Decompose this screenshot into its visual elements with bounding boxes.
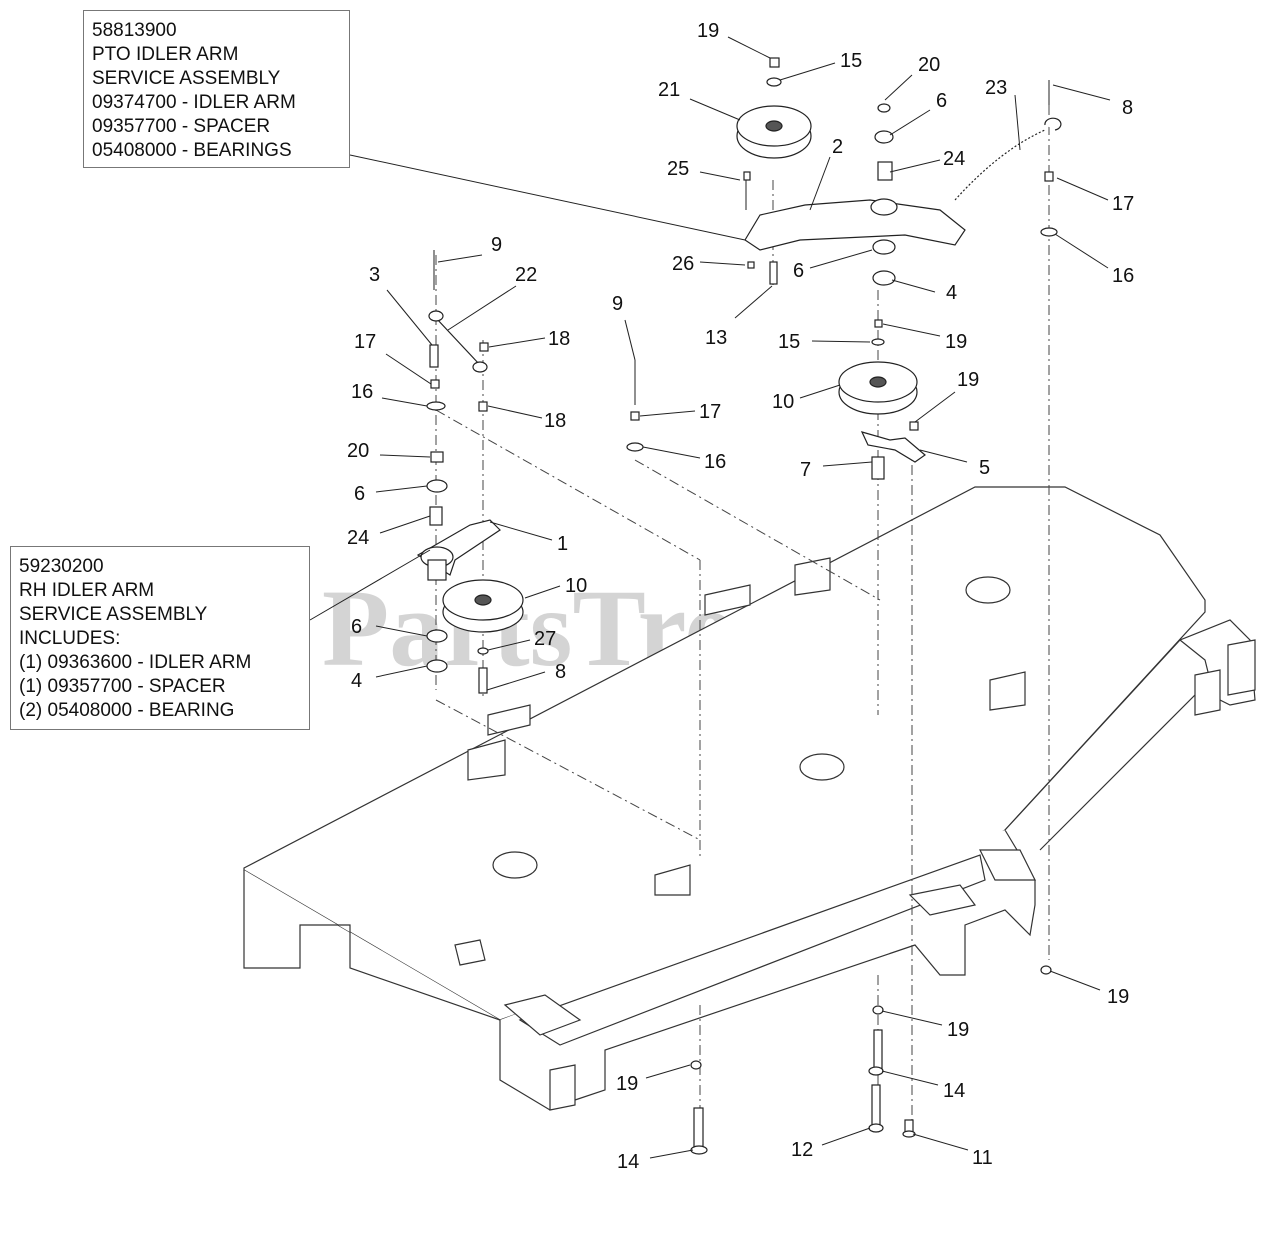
callout-line: 09357700 - SPACER bbox=[92, 116, 271, 137]
lower-hardware bbox=[690, 965, 1052, 1155]
part-number: 9 bbox=[612, 293, 623, 315]
callout-line: SERVICE ASSEMBLY bbox=[92, 68, 281, 89]
part-number: 8 bbox=[1122, 97, 1133, 119]
callout-line: (1) 09363600 - IDLER ARM bbox=[19, 652, 252, 673]
part-number: 17 bbox=[354, 331, 376, 353]
part-number: 26 bbox=[672, 253, 694, 275]
part-number: 10 bbox=[565, 575, 587, 597]
part-number: 25 bbox=[667, 158, 689, 180]
callout-line: SERVICE ASSEMBLY bbox=[19, 604, 208, 625]
callout-line: (1) 09357700 - SPACER bbox=[19, 676, 226, 697]
callout-line: INCLUDES: bbox=[19, 628, 121, 649]
part-number-labels: 19 15 21 20 6 23 8 2 24 25 17 16 26 6 4 … bbox=[347, 20, 1134, 1173]
part-number: 11 bbox=[972, 1147, 993, 1169]
callout-line: 59230200 bbox=[19, 556, 104, 577]
rh-idler-arm-callout: 59230200 RH IDLER ARM SERVICE ASSEMBLY I… bbox=[10, 546, 310, 730]
part-number: 15 bbox=[778, 331, 800, 353]
part-number: 1 bbox=[557, 533, 568, 555]
callout-line: 58813900 bbox=[92, 20, 177, 41]
callout-line: 09374700 - IDLER ARM bbox=[92, 92, 296, 113]
rh-idler-arm-assembly bbox=[416, 250, 644, 694]
part-number: 18 bbox=[548, 328, 570, 350]
part-number: 22 bbox=[515, 264, 537, 286]
part-number: 15 bbox=[840, 50, 862, 72]
callout-line: PTO IDLER ARM bbox=[92, 44, 239, 65]
part-number: 7 bbox=[800, 459, 811, 481]
part-number: 8 bbox=[555, 661, 566, 683]
pto-idler-arm-assembly bbox=[736, 57, 1062, 480]
leader-lines bbox=[309, 36, 1111, 1159]
part-number: 6 bbox=[936, 90, 947, 112]
part-number: 3 bbox=[369, 264, 380, 286]
part-number: 19 bbox=[697, 20, 719, 42]
part-number: 2 bbox=[832, 136, 843, 158]
mower-deck bbox=[243, 486, 1256, 1111]
part-number: 27 bbox=[534, 628, 556, 650]
part-number: 16 bbox=[704, 451, 726, 473]
part-number: 4 bbox=[351, 670, 362, 692]
part-number: 19 bbox=[957, 369, 979, 391]
part-number: 13 bbox=[705, 327, 727, 349]
part-number: 16 bbox=[351, 381, 373, 403]
part-number: 9 bbox=[491, 234, 502, 256]
part-number: 10 bbox=[772, 391, 794, 413]
callout-line: (2) 05408000 - BEARING bbox=[19, 700, 235, 721]
part-number: 17 bbox=[699, 401, 721, 423]
part-number: 14 bbox=[617, 1151, 639, 1173]
part-number: 5 bbox=[979, 457, 990, 479]
part-number: 16 bbox=[1112, 265, 1134, 287]
part-number: 18 bbox=[544, 410, 566, 432]
part-number: 19 bbox=[947, 1019, 969, 1041]
part-number: 24 bbox=[347, 527, 369, 549]
part-number: 19 bbox=[945, 331, 967, 353]
callout-line: 05408000 - BEARINGS bbox=[92, 140, 292, 161]
pto-idler-arm-callout: 58813900 PTO IDLER ARM SERVICE ASSEMBLY … bbox=[83, 10, 350, 168]
part-number: 19 bbox=[1107, 986, 1129, 1008]
part-number: 6 bbox=[354, 483, 365, 505]
part-number: 17 bbox=[1112, 193, 1134, 215]
part-number: 20 bbox=[347, 440, 369, 462]
part-number: 4 bbox=[946, 282, 957, 304]
part-number: 6 bbox=[793, 260, 804, 282]
part-number: 19 bbox=[616, 1073, 638, 1095]
part-number: 6 bbox=[351, 616, 362, 638]
callout-line: RH IDLER ARM bbox=[19, 580, 155, 601]
part-number: 14 bbox=[943, 1080, 965, 1102]
part-number: 12 bbox=[791, 1139, 813, 1161]
part-number: 24 bbox=[943, 148, 965, 170]
part-number: 20 bbox=[918, 54, 940, 76]
part-number: 23 bbox=[985, 77, 1007, 99]
part-number: 21 bbox=[658, 79, 680, 101]
